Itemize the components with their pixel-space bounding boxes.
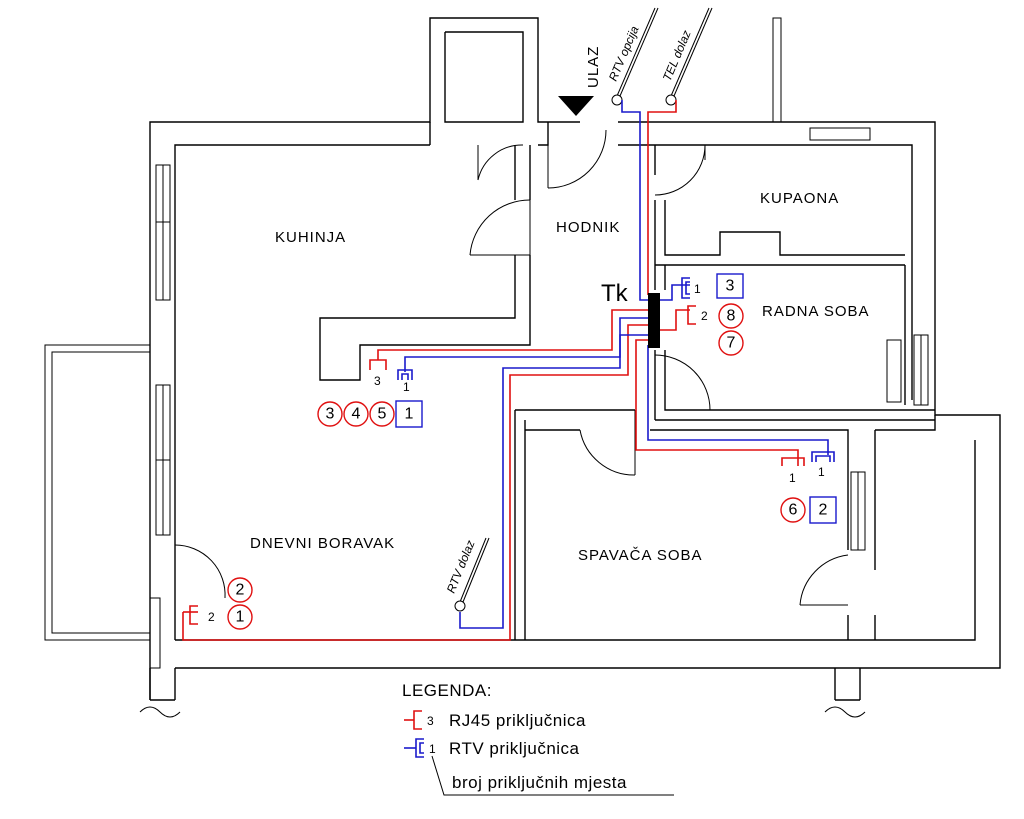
- room-label-spavaca-soba: SPAVAČA SOBA: [578, 547, 703, 564]
- office-rtv-badge: 3: [716, 273, 744, 299]
- livingroom-rj45-badge: 1: [227, 604, 253, 630]
- livingroom-rj45-symbol: 2: [189, 605, 215, 625]
- bedroom-rtv-cable: [647, 345, 829, 455]
- legend-rtv-count: 1: [429, 742, 436, 756]
- office-rj45-symbol: 2: [687, 305, 708, 325]
- legend-rj45-symbol: [413, 710, 422, 730]
- livingroom-rj45-cable: [182, 324, 648, 641]
- tel-dolaz-note: TEL dolaz: [660, 7, 713, 106]
- bedroom-rj45-cable: [635, 339, 799, 466]
- kitchen-rtv-count: 1: [403, 380, 410, 394]
- kitchen-rj45-count: 3: [374, 374, 381, 388]
- legend-count-label: broj priključnih mjesta: [452, 773, 627, 792]
- tel-cable: [647, 100, 677, 295]
- legend: LEGENDA: 3 RJ45 priključnica 1 RTV prikl…: [402, 681, 674, 796]
- room-label-radna-soba: RADNA SOBA: [762, 303, 870, 320]
- room-label-dnevni-boravak: DNEVNI BORAVAK: [250, 535, 395, 552]
- walls: [44, 17, 1001, 718]
- livingroom-rj45-count: 2: [208, 610, 215, 624]
- bedroom-rj45-count: 1: [789, 471, 796, 485]
- kitchen-rj45-cable: [377, 309, 648, 360]
- kitchen-rtv-symbol: 1: [397, 369, 413, 394]
- office-rtv-symbol: 1: [681, 277, 701, 299]
- svg-text:5: 5: [378, 406, 387, 423]
- svg-text:3: 3: [326, 406, 335, 423]
- room-label-kupaona: KUPAONA: [760, 190, 839, 207]
- cable-runs: [182, 100, 829, 641]
- svg-text:6: 6: [789, 502, 798, 519]
- kitchen-rj45-badge: 5: [369, 401, 395, 427]
- svg-text:1: 1: [405, 406, 414, 423]
- legend-leader-line: [431, 755, 674, 796]
- doors: [174, 129, 849, 606]
- entrance-arrow-icon: [558, 96, 594, 116]
- legend-title: LEGENDA:: [402, 681, 492, 700]
- livingroom-rj45-badge: 2: [227, 577, 253, 603]
- office-rj45-badge: 7: [718, 330, 744, 356]
- tk-cabinet: [648, 293, 660, 348]
- kitchen-rtv-badge: 1: [395, 400, 423, 428]
- entrance-label: ULAZ: [585, 46, 602, 88]
- kitchen-rj45-badge: 4: [343, 401, 369, 427]
- svg-text:2: 2: [236, 582, 245, 599]
- bedroom-rtv-count: 1: [818, 465, 825, 479]
- office-rj45-badge: 8: [718, 303, 744, 329]
- svg-text:2: 2: [819, 502, 828, 519]
- rtv-opcija-label: RTV opcija: [606, 24, 642, 84]
- room-label-kuhinja: KUHINJA: [275, 229, 346, 246]
- office-rtv-cable: [660, 284, 690, 301]
- rtv-opcija-cable: [621, 100, 648, 301]
- bedroom-rj45-symbol: 1: [781, 457, 805, 485]
- bedroom-rtv-symbol: 1: [811, 451, 835, 479]
- legend-rtv-label: RTV priključnica: [449, 739, 580, 758]
- kitchen-rj45-badge: 3: [317, 401, 343, 427]
- bedroom-rtv-badge: 2: [809, 496, 837, 524]
- tk-label: Tk: [601, 280, 629, 307]
- legend-rj45-count: 3: [427, 714, 434, 728]
- room-label-hodnik: HODNIK: [556, 219, 620, 236]
- office-rtv-count: 1: [694, 282, 701, 296]
- kitchen-rj45-symbol: 3: [369, 359, 387, 388]
- bedroom-rj45-badge: 6: [780, 497, 806, 523]
- svg-text:7: 7: [727, 335, 736, 352]
- svg-text:3: 3: [726, 278, 735, 295]
- office-rj45-count: 2: [701, 309, 708, 323]
- rtv-dolaz-note: RTV dolaz: [444, 537, 490, 612]
- rtv-opcija-note: RTV opcija: [606, 7, 659, 106]
- svg-text:4: 4: [352, 406, 361, 423]
- rtv-dolaz-label: RTV dolaz: [444, 538, 478, 595]
- svg-text:8: 8: [727, 308, 736, 325]
- svg-text:1: 1: [236, 609, 245, 626]
- legend-rj45-label: RJ45 priključnica: [449, 711, 586, 730]
- office-rj45-cable: [660, 309, 690, 331]
- rtv-dolaz-cable: [459, 334, 648, 629]
